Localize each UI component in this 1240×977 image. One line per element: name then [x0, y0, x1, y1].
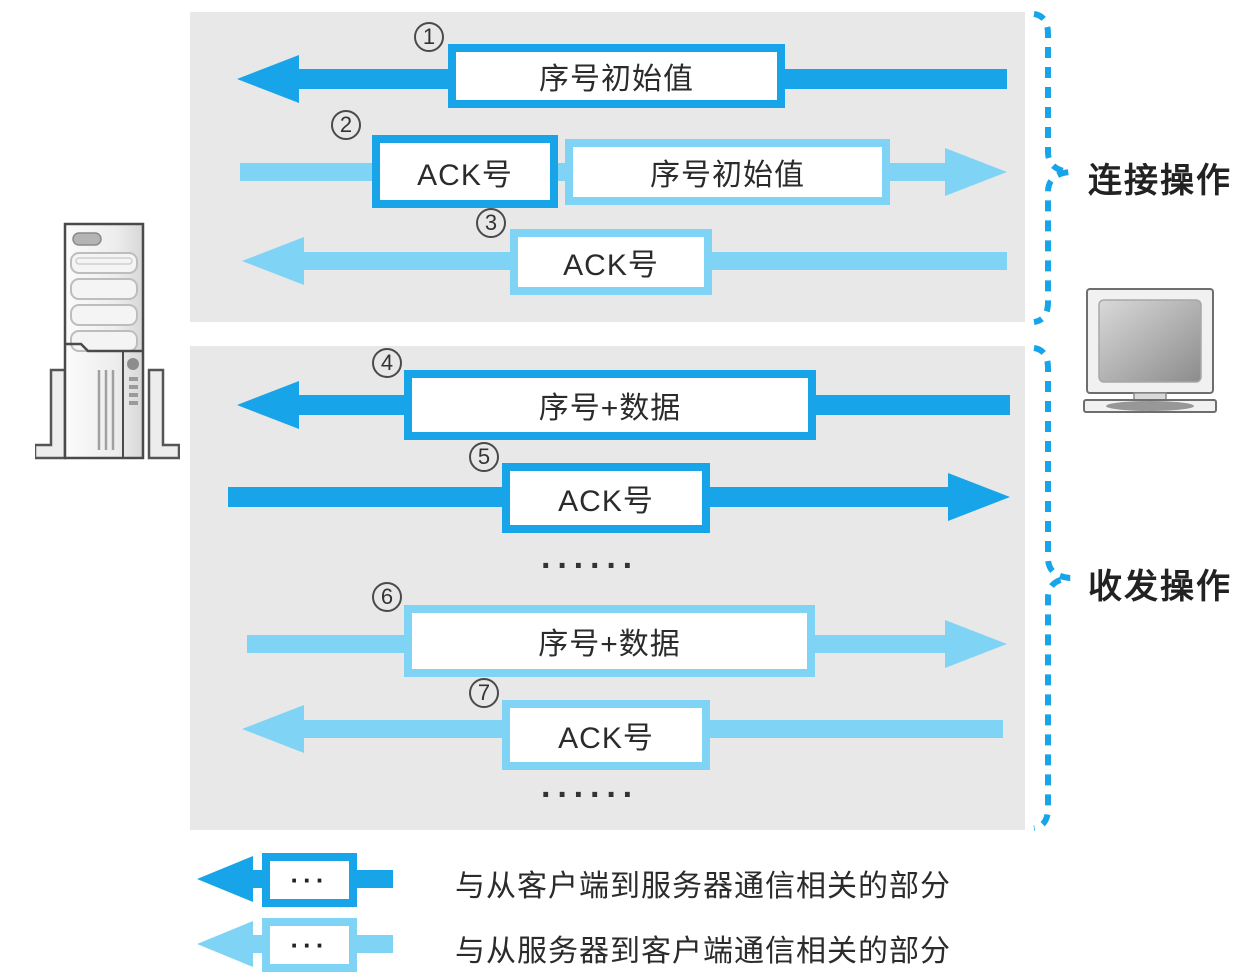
message-6-box: 序号+数据 [404, 605, 815, 677]
message-5-box: ACK号 [502, 463, 710, 533]
section-label-transfer: 收发操作 [1088, 568, 1232, 606]
client-monitor-icon [1083, 288, 1217, 413]
message-7-box: ACK号 [502, 700, 710, 770]
arrow-head-left-icon [237, 381, 299, 429]
arrow-head-left-icon [242, 705, 304, 753]
legend-label-server-to-client: 与从服务器到客户端通信相关的部分 [455, 935, 951, 968]
ellipsis: ······ [541, 547, 639, 585]
legend-box-client: ··· [262, 853, 357, 907]
legend-label-client-to-server: 与从客户端到服务器通信相关的部分 [455, 870, 951, 903]
legend-box-server: ··· [262, 918, 357, 972]
arrow-head-right-icon [945, 148, 1007, 196]
legend-arrow-server-icon [197, 921, 253, 967]
step-4-number: 4 [372, 348, 402, 378]
message-4-box: 序号+数据 [404, 370, 816, 440]
ellipsis: ······ [541, 776, 639, 814]
arrow-head-right-icon [948, 473, 1010, 521]
step-6-number: 6 [372, 582, 402, 612]
legend-arrow-client-icon [197, 856, 253, 902]
arrow-head-right-icon [945, 620, 1007, 668]
step-2-number: 2 [331, 110, 361, 140]
server-tower-icon [35, 222, 180, 460]
step-3-number: 3 [476, 208, 506, 238]
message-1-box: 序号初始值 [448, 44, 785, 108]
message-2-box-ack: ACK号 [372, 135, 558, 208]
step-7-number: 7 [469, 678, 499, 708]
arrow-head-left-icon [237, 55, 299, 103]
arrow-head-left-icon [242, 237, 304, 285]
step-1-number: 1 [414, 22, 444, 52]
message-3-box: ACK号 [510, 229, 712, 295]
section-label-connection: 连接操作 [1088, 162, 1232, 200]
message-2-box-seq: 序号初始值 [565, 139, 890, 205]
step-5-number: 5 [469, 442, 499, 472]
dashed-brace-icon [1033, 11, 1071, 831]
